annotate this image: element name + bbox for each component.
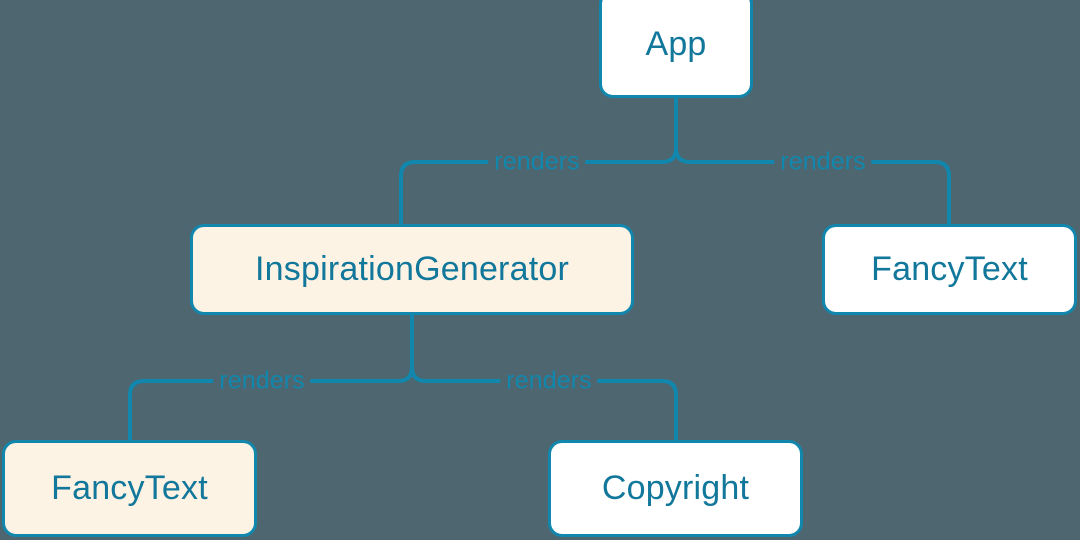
node-inspiration-generator[interactable]: InspirationGenerator [190, 224, 634, 315]
edge-label-inspiration-to-copyright: renders [500, 366, 598, 396]
edge-label-app-to-fancytext-right: renders [774, 147, 872, 177]
node-fancytext-right[interactable]: FancyText [822, 224, 1077, 315]
node-copyright-label: Copyright [601, 469, 750, 507]
edge-label-app-to-inspiration: renders [488, 147, 586, 177]
node-app[interactable]: App [599, 0, 753, 98]
node-copyright[interactable]: Copyright [548, 440, 803, 537]
node-fancytext-bottom[interactable]: FancyText [2, 440, 257, 537]
edge-label-inspiration-to-fancytext-bottom: renders [213, 366, 311, 396]
node-inspiration-generator-label: InspirationGenerator [255, 250, 569, 288]
node-app-label: App [645, 24, 707, 63]
node-fancytext-right-label: FancyText [871, 250, 1028, 288]
node-fancytext-bottom-label: FancyText [51, 469, 208, 507]
